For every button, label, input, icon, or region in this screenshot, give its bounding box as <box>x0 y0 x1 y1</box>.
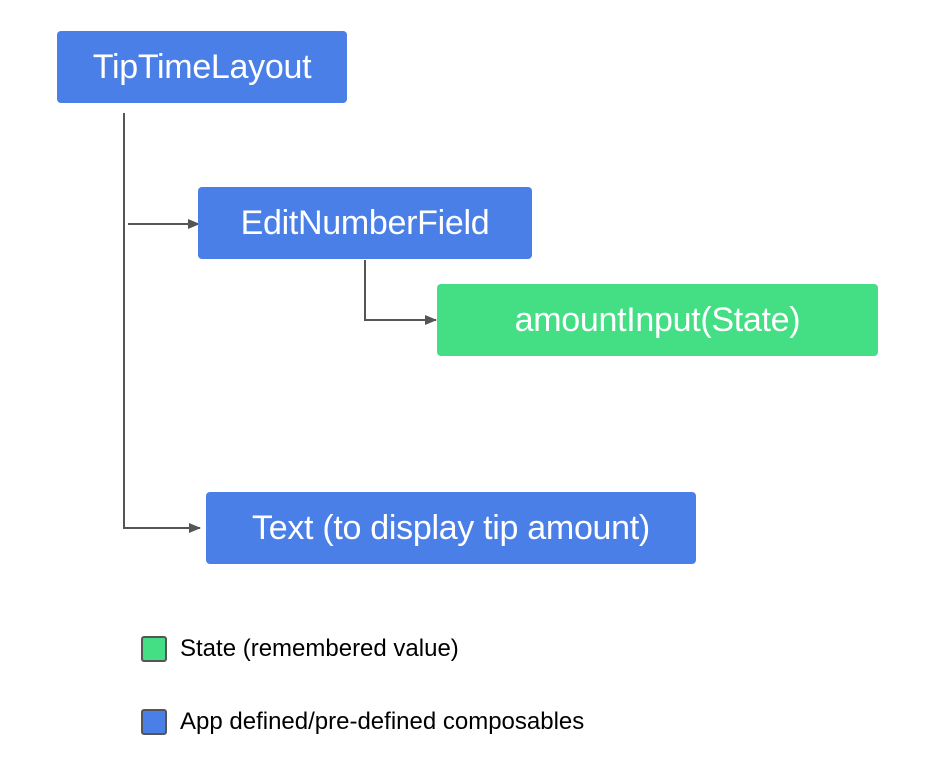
legend-composable-label: App defined/pre-defined composables <box>180 708 585 735</box>
legend-composable-swatch <box>141 709 167 735</box>
legend-state: State (remembered value) <box>141 635 459 663</box>
legend-composable: App defined/pre-defined composables <box>141 708 584 736</box>
node-amountinput-state: amountInput(State) <box>437 284 878 356</box>
node-editnumberfield: EditNumberField <box>198 187 532 259</box>
node-tiptimelayout: TipTimeLayout <box>57 31 347 103</box>
legend-state-swatch <box>141 636 167 662</box>
legend-state-label: State (remembered value) <box>180 635 459 662</box>
connector-root-to-text <box>123 113 201 533</box>
connector-editnumberfield-to-amountinput <box>364 260 437 325</box>
node-text-display-tip: Text (to display tip amount) <box>206 492 696 564</box>
